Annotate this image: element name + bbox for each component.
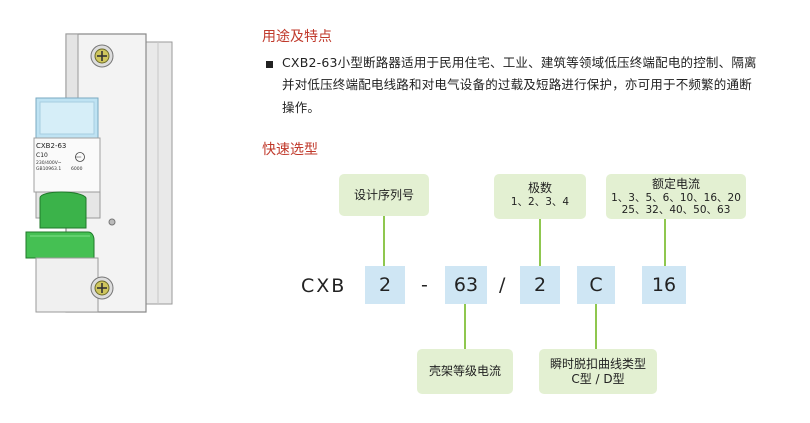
breaker-model-label: CXB2-63 <box>36 142 67 150</box>
callout-poles-values: 1、2、3、4 <box>510 196 570 208</box>
callout-design-serial-label: 设计序列号 <box>353 188 414 202</box>
callout-frame-current-label: 壳架等级电流 <box>428 364 501 378</box>
circuit-breaker-illustration <box>25 33 173 313</box>
breaker-standard-label: GB10963.1 <box>36 167 62 172</box>
callout-trip-curve: 瞬时脱扣曲线类型 C型 / D型 <box>539 349 657 394</box>
description-line-1: CXB2-63小型断路器适用于民用住宅、工业、建筑等领域低压终端配电的控制、隔离 <box>282 55 757 70</box>
breaker-cert-mark: CCC <box>75 155 82 159</box>
features-title: 用途及特点 <box>262 29 332 45</box>
callout-rated-values-1: 1、3、5、6、10、16、20 <box>611 192 741 204</box>
breaker-capacity-label: 6000 <box>71 167 83 172</box>
code-frame-current: 63 <box>445 266 487 304</box>
callout-trip-title: 瞬时脱扣曲线类型 <box>549 357 646 371</box>
code-slash: / <box>499 274 508 296</box>
code-rated-current: 16 <box>642 266 686 304</box>
connector-line <box>464 303 466 349</box>
code-series: 2 <box>520 266 560 304</box>
callout-design-serial: 设计序列号 <box>339 174 429 216</box>
code-trip-curve: C <box>577 266 615 304</box>
callout-poles-title: 极数 <box>527 181 552 195</box>
code-dash: - <box>421 274 430 296</box>
breaker-voltage-label: 230/400V~ <box>36 161 62 166</box>
callout-rated-title: 额定电流 <box>651 177 700 191</box>
connector-line <box>539 219 541 269</box>
breaker-rating-label: C10 <box>36 152 48 159</box>
connector-line <box>595 303 597 349</box>
code-poles: 2 <box>365 266 405 304</box>
description-line-3: 操作。 <box>282 100 321 115</box>
selection-title: 快速选型 <box>262 142 318 158</box>
callout-poles: 极数 1、2、3、4 <box>494 174 586 219</box>
callout-rated-current: 额定电流 1、3、5、6、10、16、20 25、32、40、50、63 <box>606 174 746 219</box>
connector-line <box>664 219 666 269</box>
description-line-2: 并对低压终端配电线路和对电气设备的过载及短路进行保护，亦可用于不频繁的通断 <box>282 77 752 92</box>
code-prefix: CXB <box>301 275 347 297</box>
callout-rated-values-2: 25、32、40、50、63 <box>621 204 731 216</box>
callout-frame-current: 壳架等级电流 <box>417 349 513 394</box>
connector-line <box>383 216 385 269</box>
callout-trip-values: C型 / D型 <box>571 372 625 386</box>
bullet-icon <box>266 61 273 68</box>
